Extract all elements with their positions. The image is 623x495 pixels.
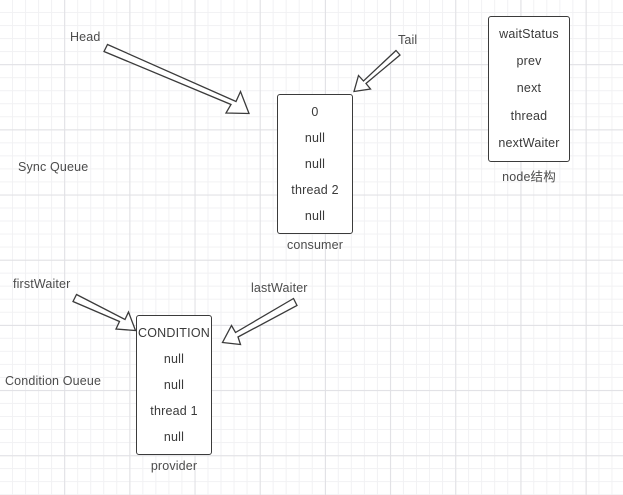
node-field: 0 [311,104,319,119]
node-field: thread 2 [291,182,339,197]
head-arrow [103,43,250,115]
node-field: thread [510,108,548,123]
last-waiter-arrow [221,297,298,346]
node-field: null [163,351,185,366]
pointer-label-first-waiter: firstWaiter [13,277,71,291]
node-caption-node-struct: node结构 [502,170,556,184]
node-field: waitStatus [499,27,559,42]
node-field: thread 1 [150,403,198,418]
pointer-label-head: Head [70,30,101,44]
node-field: null [304,208,326,223]
node-field: null [163,429,185,444]
node-field: null [304,130,326,145]
tail-arrow [353,49,401,93]
node-field: null [163,377,185,392]
node-box-provider[interactable]: CONDITION null null thread 1 null [136,315,212,455]
first-waiter-arrow [72,293,137,332]
pointer-label-last-waiter: lastWaiter [251,281,308,295]
condition-queue-label: Condition Oueue [5,374,102,388]
node-caption-provider: provider [150,459,198,473]
node-field: prev [516,54,542,69]
node-box-node-struct[interactable]: waitStatus prev next thread nextWaiter [488,16,570,162]
node-caption-consumer: consumer [286,238,344,252]
node-box-consumer[interactable]: 0 null null thread 2 null [277,94,353,234]
node-field: CONDITION [138,325,210,340]
node-field: nextWaiter [498,135,560,150]
sync-queue-label: Sync Queue [18,160,89,174]
node-field: null [304,156,326,171]
pointer-label-tail: Tail [398,33,418,47]
node-field: next [516,81,542,96]
